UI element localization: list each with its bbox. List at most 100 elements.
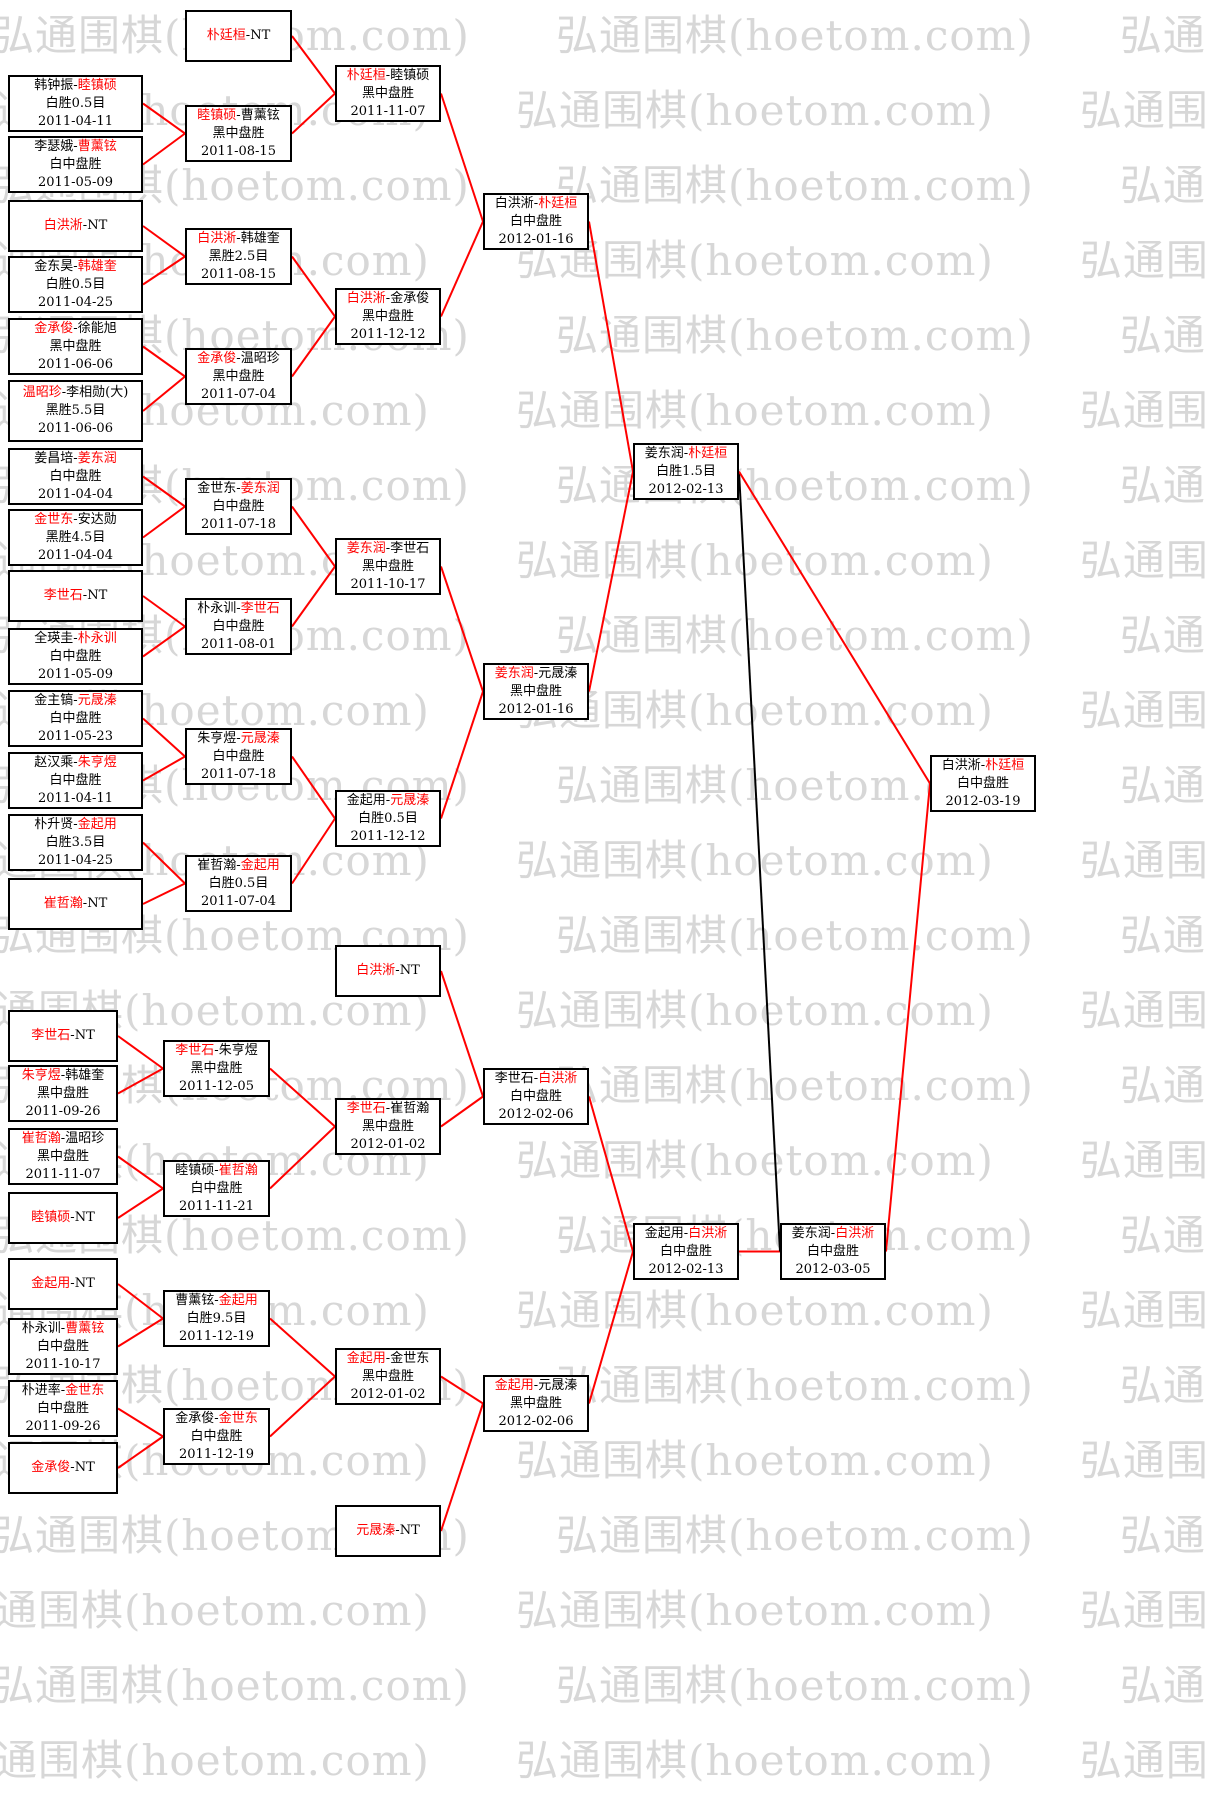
match-players: 赵汉乘-朱亨煜 [34,754,116,772]
player-name: 朴永训 [77,630,117,646]
players-separator: - [236,730,241,746]
players-separator: - [236,480,241,496]
connector-line [117,1067,164,1095]
match-players: 白洪淅-朴廷桓 [942,757,1024,775]
match-players: 金主镐-元晟溱 [34,692,116,710]
players-separator: - [60,1320,66,1336]
bye-label: NT [399,1523,420,1538]
match-box[interactable]: 元晟溱-NT [335,1505,441,1557]
match-players: 李世石-NT [44,587,107,605]
match-date: 2011-07-18 [201,516,276,532]
match-box[interactable]: 金起用-NT [8,1258,118,1310]
match-box[interactable]: 朴廷桓-NT [185,10,292,62]
match-players: 金承俊-NT [31,1459,94,1477]
connector-line [440,1095,484,1128]
match-date: 2012-02-06 [498,1106,574,1122]
match-box[interactable]: 李世石-NT [8,1010,118,1062]
match-result: 白胜0.5目 [358,810,418,826]
match-box[interactable]: 金承俊-NT [8,1442,118,1494]
match-date: 2011-06-06 [38,356,113,372]
match-result: 白中盘胜 [49,710,102,726]
connector-line [117,1283,164,1320]
match-players: 金起用-元晟溱 [495,1377,577,1395]
players-separator: - [385,67,391,83]
players-separator: - [236,230,241,246]
players-separator: - [70,1460,75,1475]
match-date: 2011-09-26 [25,1418,101,1434]
match-box[interactable]: 崔哲瀚-NT [8,878,143,930]
connector-line [588,221,634,472]
players-separator: - [73,511,78,527]
players-separator: - [683,445,689,461]
connector-line [291,35,336,95]
match-result: 白中盘胜 [49,648,102,664]
player-name: 徐能旭 [77,320,117,336]
connector-line [142,255,186,286]
match-box[interactable]: 睦镇硕-NT [8,1192,118,1244]
match-players: 朴进率-金世东 [22,1382,104,1400]
match-players: 金起用-白洪淅 [645,1225,727,1243]
match-date: 2011-07-04 [201,386,276,402]
player-name: 温昭珍 [65,1130,105,1146]
connector-line [440,1375,484,1405]
player-name: 赵汉乘 [34,754,74,770]
match-players: 温昭珍-李相勋(大) [23,384,129,402]
player-name: 白洪淅 [688,1225,728,1241]
match-date: 2011-05-09 [38,174,113,190]
match-result: 白中盘胜 [36,1338,89,1354]
player-name: 白洪淅 [538,1070,578,1086]
player-name: 朴廷桓 [985,757,1025,773]
connector-line [117,1407,164,1438]
match-box[interactable]: 白洪淅-NT [335,945,441,997]
players-separator: - [73,320,78,336]
match-result: 白中盘胜 [212,618,265,634]
match-result: 黑胜5.5目 [45,403,106,418]
bye-label: NT [74,1210,95,1225]
match-result: 白中盘胜 [956,775,1009,791]
match-box[interactable]: 白洪淅-NT [8,200,143,252]
match-box[interactable]: 李世石-NT [8,570,143,622]
